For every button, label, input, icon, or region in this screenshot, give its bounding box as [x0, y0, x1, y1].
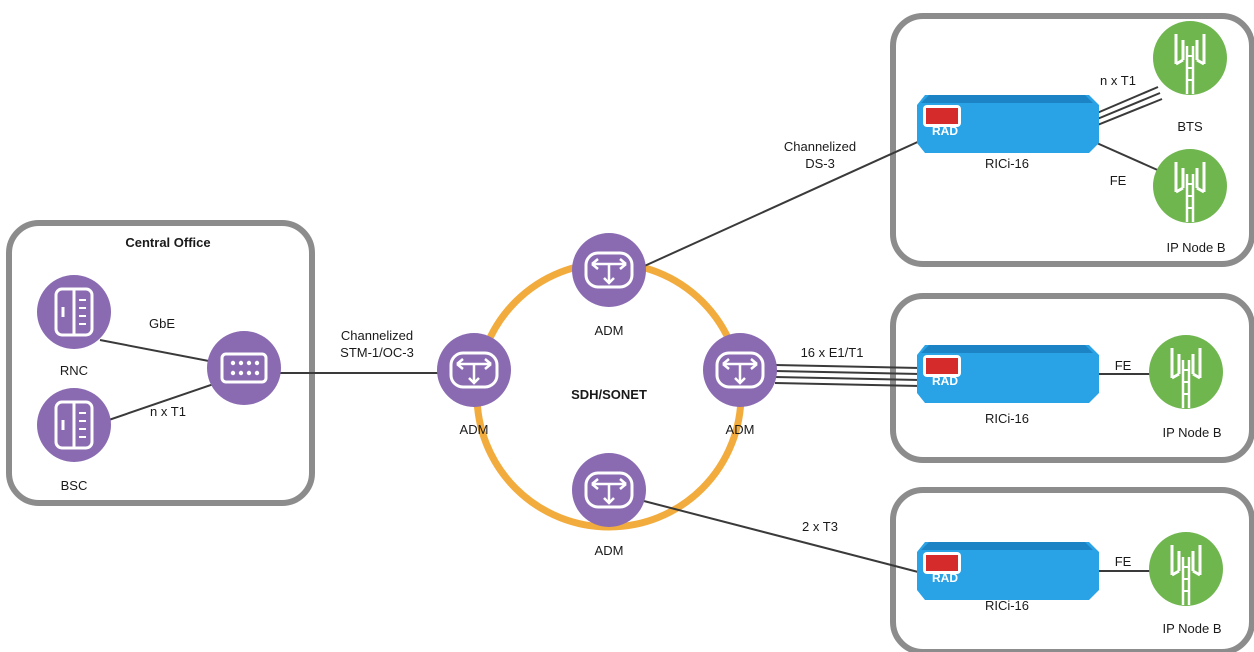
adm-right-icon [701, 331, 779, 409]
adm-top-icon [570, 231, 648, 309]
adm-top-label: ADM [595, 323, 624, 338]
rnc-server-icon [35, 273, 113, 351]
central-office-title: Central Office [125, 235, 210, 250]
site3-nodeb-label: IP Node B [1162, 621, 1221, 636]
e1t1-label: 16 x E1/T1 [801, 345, 864, 360]
site2-fe-label: FE [1115, 358, 1132, 373]
bts-label: BTS [1177, 119, 1203, 134]
site1-rad-logo: RAD [932, 124, 958, 138]
adm-left-label: ADM [460, 422, 489, 437]
site1-fe-label: FE [1110, 173, 1127, 188]
site1-nodeb-tower-icon [1151, 147, 1229, 225]
site3-fe-label: FE [1115, 554, 1132, 569]
site1-nxt1-label: n x T1 [1100, 73, 1136, 88]
adm-left-icon [435, 331, 513, 409]
uplink-label-line2: STM-1/OC-3 [340, 345, 414, 360]
adm-right-label: ADM [726, 422, 755, 437]
site2-nodeb-label: IP Node B [1162, 425, 1221, 440]
site2-nodeb-tower-icon [1147, 333, 1225, 411]
t3-label: 2 x T3 [802, 519, 838, 534]
gbe-label: GbE [149, 316, 175, 331]
ds3-label-line2: DS-3 [805, 156, 835, 171]
site1-device-label: RICi-16 [985, 156, 1029, 171]
site1-nxt1-bundle [1089, 86, 1163, 129]
bsc-server-icon [35, 386, 113, 464]
co-nxt1-label: n x T1 [150, 404, 186, 419]
site1-nodeb-label: IP Node B [1166, 240, 1225, 255]
rnc-label: RNC [60, 363, 88, 378]
site3-device-label: RICi-16 [985, 598, 1029, 613]
site2-device-label: RICi-16 [985, 411, 1029, 426]
site1-fe-link [1089, 139, 1163, 173]
ds3-link [639, 139, 923, 269]
bsc-label: BSC [61, 478, 88, 493]
switch-icon [207, 331, 281, 405]
adm-bottom-label: ADM [595, 543, 624, 558]
t3-link [639, 499, 923, 574]
ring-label: SDH/SONET [571, 387, 647, 402]
e1t1-bundle [774, 364, 921, 387]
uplink-label-line1: Channelized [341, 328, 413, 343]
adm-bottom-icon [570, 451, 648, 529]
bts-tower-icon [1151, 19, 1229, 97]
site3-nodeb-tower-icon [1147, 530, 1225, 608]
ds3-label-line1: Channelized [784, 139, 856, 154]
site2-rad-logo: RAD [932, 374, 958, 388]
site3-rad-logo: RAD [932, 571, 958, 585]
